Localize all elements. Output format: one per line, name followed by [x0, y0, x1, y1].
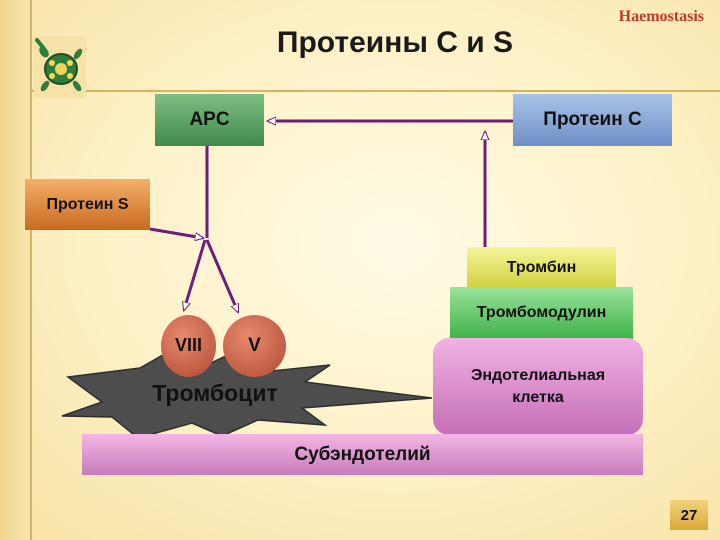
arrow-to-factor-viii	[184, 239, 207, 310]
protein-c-box: Протеин С	[513, 94, 672, 146]
turtle-logo-icon	[34, 36, 86, 98]
protein-s-box: Протеин S	[25, 179, 150, 230]
factor-viii-label: VIII	[174, 335, 202, 356]
brand-label: Haemostasis	[618, 8, 704, 25]
thrombomodulin-box: Тромбомодулин	[450, 287, 633, 339]
factor-v-label: V	[248, 335, 261, 356]
subendothelium-box: Субэндотелий	[82, 434, 643, 475]
top-divider	[30, 90, 720, 92]
arrow-protein-s-to-junction	[149, 227, 203, 238]
arrow-to-factor-v	[205, 239, 240, 312]
platelet-label: Тромбоцит	[152, 380, 278, 406]
factor-v-circle: V	[223, 315, 286, 377]
left-decor-stripe	[0, 0, 30, 540]
factor-viii-circle: VIII	[161, 315, 216, 377]
page-number: 27	[670, 500, 708, 530]
page-title: Протеины С и S	[276, 26, 514, 59]
apc-box: APC	[155, 94, 264, 146]
endothelial-cell-box: Эндотелиальная клетка	[433, 338, 643, 435]
left-divider	[30, 0, 32, 540]
thrombin-box: Тромбин	[467, 247, 616, 289]
